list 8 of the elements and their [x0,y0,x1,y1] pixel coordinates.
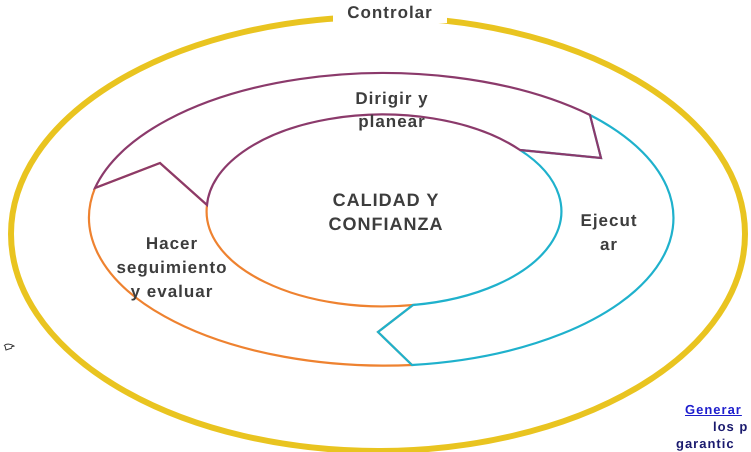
note-text: garantic [676,436,735,451]
stage-label: Dirigir y planear [354,88,430,133]
link: Generar [685,402,742,417]
stage-label: Controlar [333,3,447,23]
note-text: los p [713,419,748,434]
stage-label: Ejecut ar [579,210,639,256]
stage-label: Hacer seguimiento y evaluar [115,233,229,303]
center-title: CALIDAD Y CONFIANZA [328,189,444,236]
